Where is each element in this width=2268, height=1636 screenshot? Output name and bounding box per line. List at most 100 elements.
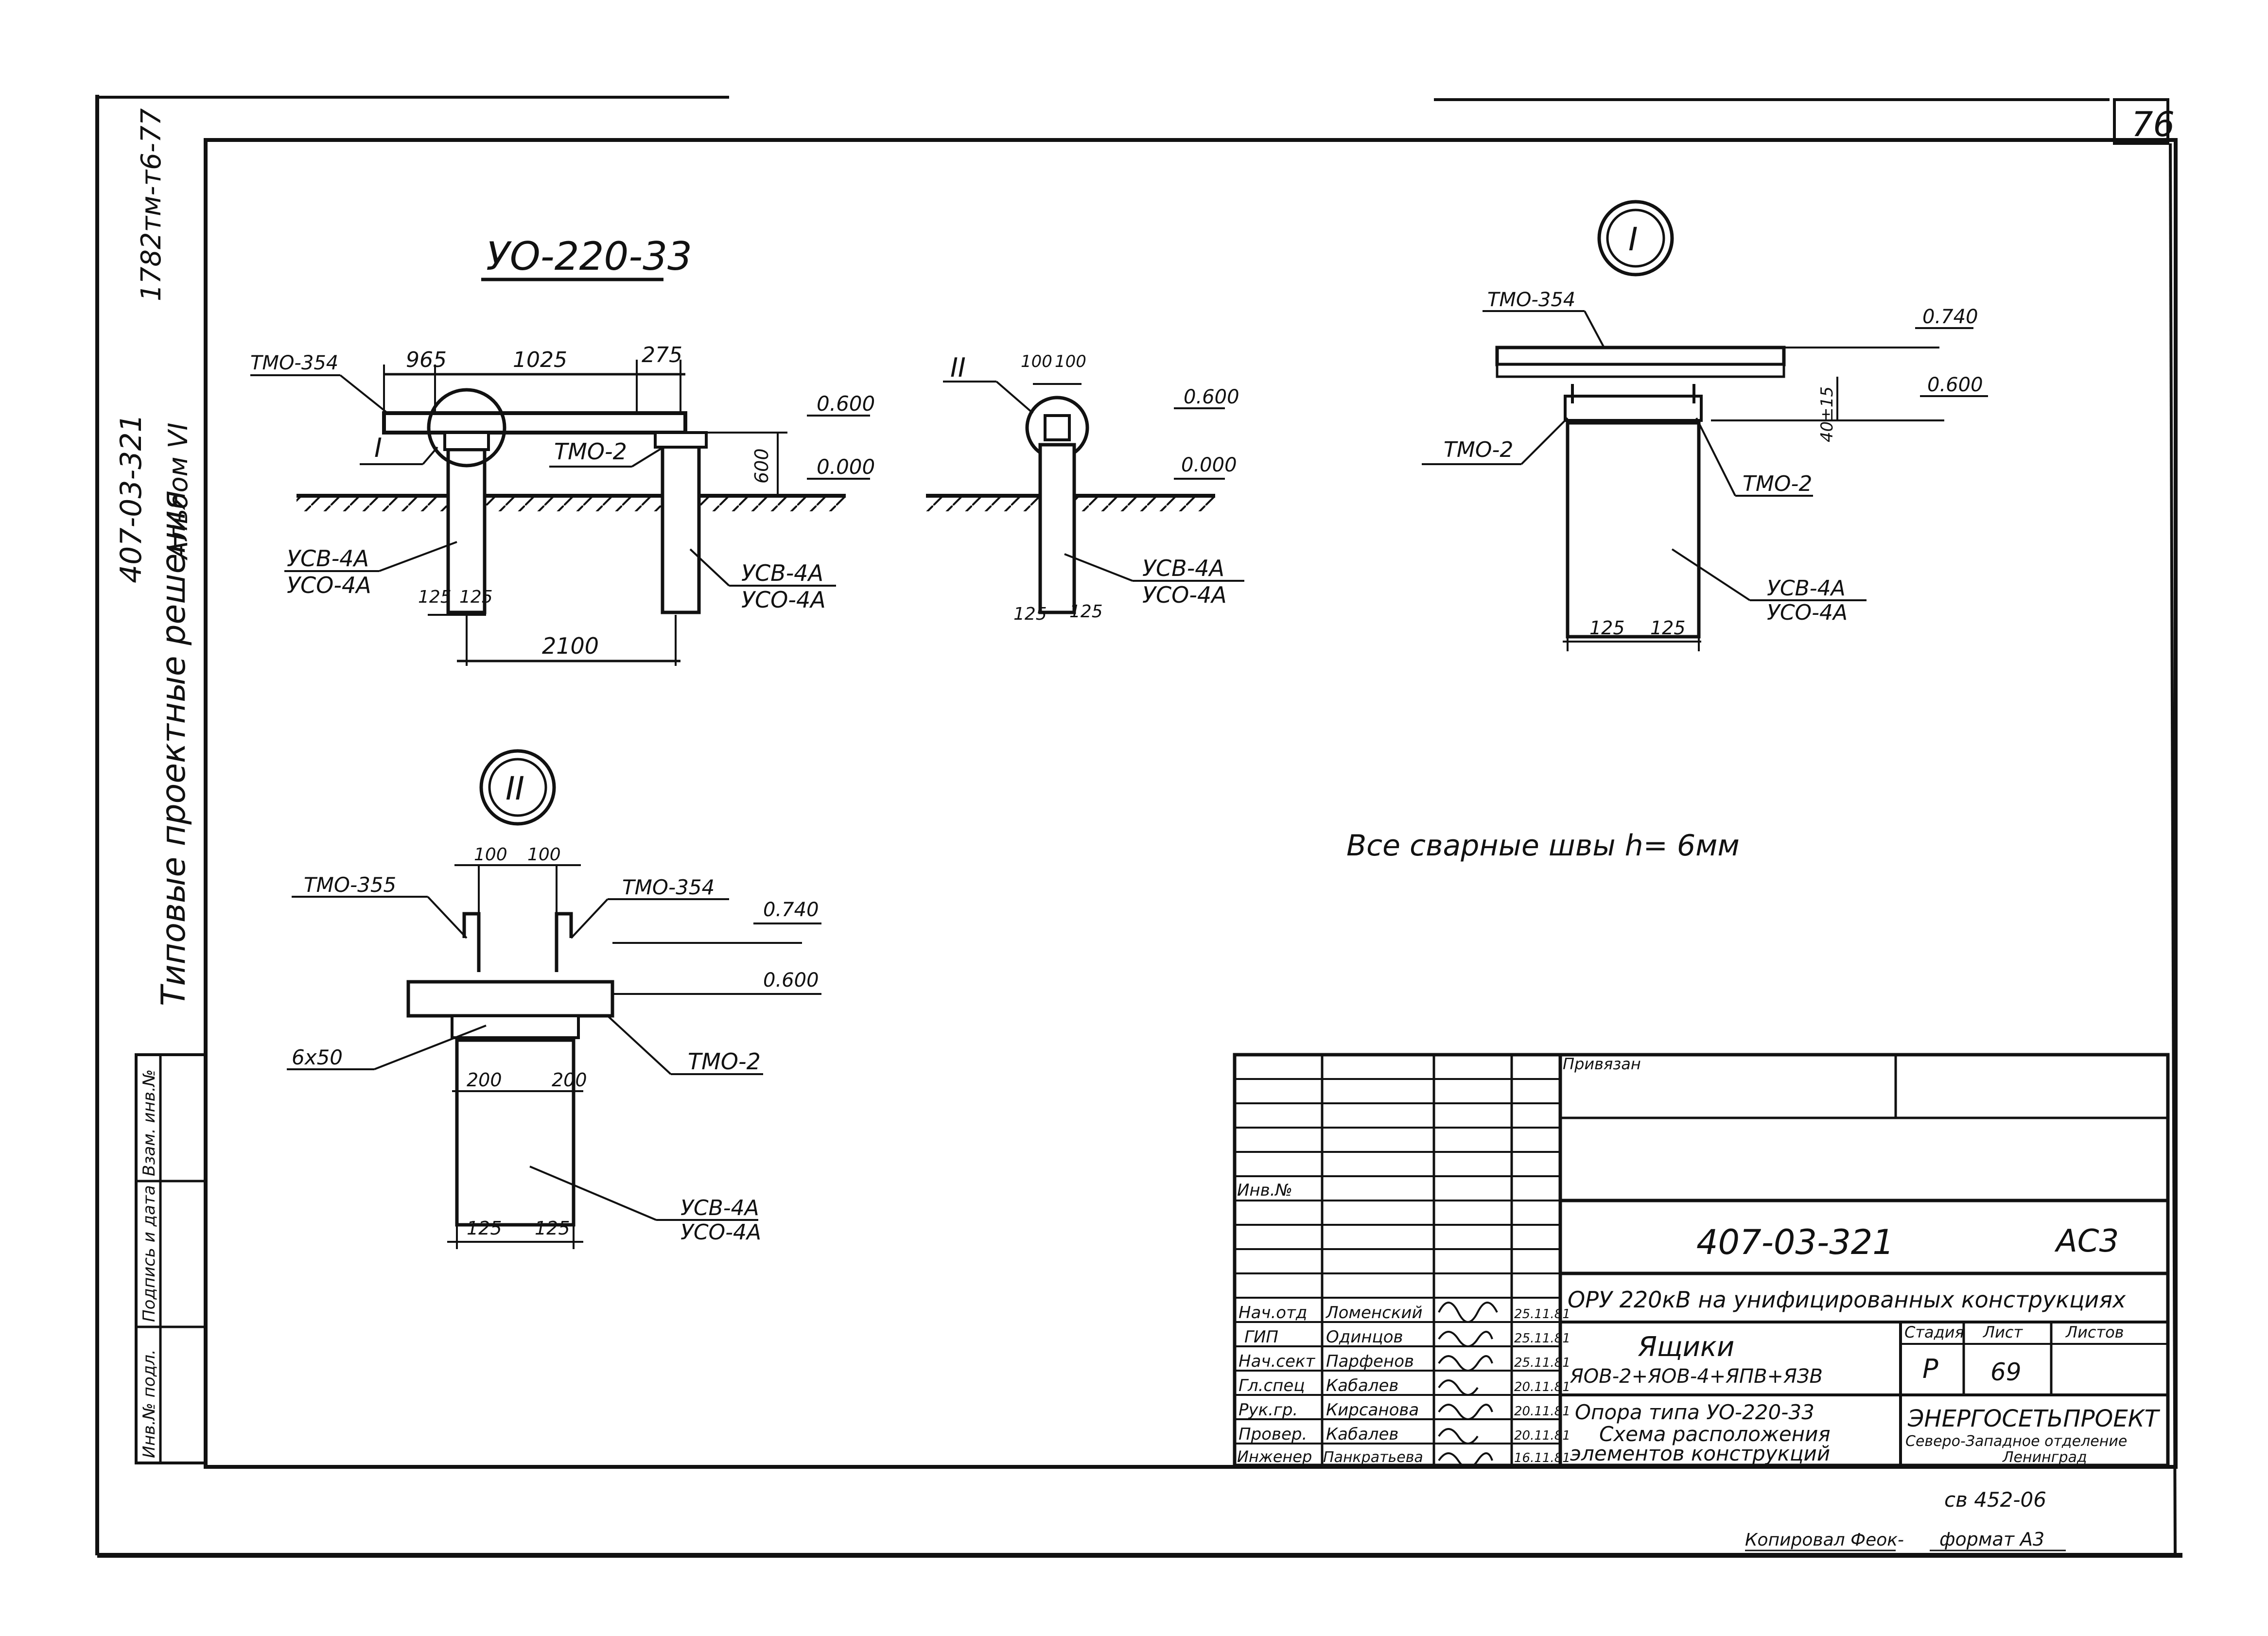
stamp-inv: Взам. инв.№	[140, 1069, 159, 1176]
node-I-marker: I	[1628, 221, 1638, 258]
sig-name-4: Кирсанова	[1326, 1400, 1419, 1420]
sig-date-6: 16.11.81	[1514, 1451, 1570, 1465]
main-post-left-a: УСВ-4А	[287, 545, 369, 572]
main-view-title: УО-220-33	[486, 234, 692, 279]
tb-sheet-title-3: элементов конструкций	[1570, 1442, 1830, 1465]
side-post-a: УСВ-4А	[1142, 555, 1224, 581]
stamp-sign: Подпись и дата	[140, 1185, 159, 1322]
dim-1025: 1025	[513, 348, 567, 372]
tb-project: ОРУ 220кВ на унифицированных конструкция…	[1568, 1287, 2126, 1313]
sig-date-5: 20.11.81	[1514, 1428, 1570, 1443]
sig-date-0: 25.11.81	[1514, 1307, 1570, 1322]
signature-rows: Нач.отд Ломенский 25.11.81 ГИП Одинцов 2…	[1237, 1302, 1570, 1469]
album-label: Альбом VI	[163, 423, 193, 560]
node-II-bot-125a: 125	[467, 1218, 502, 1239]
node-II-plate: ТМО-2	[688, 1048, 761, 1075]
node-II-mid-200a: 200	[467, 1069, 502, 1091]
sig-role-0: Нач.отд	[1239, 1303, 1307, 1323]
node-I-post-b: УСО-4А	[1767, 600, 1848, 625]
node-I-dim-125b: 125	[1650, 617, 1686, 639]
sig-name-6: Панкратьева	[1323, 1449, 1423, 1466]
sig-role-1: ГИП	[1244, 1327, 1278, 1347]
node-II-top-100b: 100	[527, 845, 561, 865]
tb-stage-h: Стадия	[1904, 1323, 1964, 1341]
main-post-right-b: УСО-4А	[741, 587, 826, 613]
side-dim-100b: 100	[1055, 352, 1086, 371]
tb-org: ЭНЕРГОСЕТЬПРОЕКТ	[1907, 1405, 2161, 1432]
archive-code: св 452-06	[1944, 1488, 2046, 1512]
node-II-level-600: 0.600	[763, 969, 819, 992]
sheet-frame: 76	[95, 95, 2182, 1558]
tb-org-sub1: Северо-Западное отделение	[1905, 1433, 2127, 1450]
weld-note: Все сварные швы h= 6мм	[1346, 829, 1740, 863]
sig-role-6: Инженер	[1237, 1447, 1312, 1466]
title-block: Инв.№ Нач.отд Ломенский 25.11.81 ГИП Оди…	[1233, 1053, 2170, 1469]
sig-role-4: Рук.гр.	[1239, 1400, 1298, 1420]
tb-item-title: Ящики	[1638, 1331, 1734, 1363]
node-I-detail: I ТМО-354 0.740 0.600 40±15 ТМО-2 ТМО-2 …	[1422, 200, 1988, 651]
main-post-left-b: УСО-4А	[287, 572, 371, 598]
sig-name-1: Одинцов	[1326, 1327, 1403, 1347]
tb-sheet-title-2: Схема расположения	[1599, 1422, 1831, 1446]
node-II-top-100a: 100	[474, 845, 507, 865]
sig-role-5: Провер.	[1239, 1425, 1307, 1444]
node-II-post-b: УСО-4А	[680, 1220, 761, 1245]
node-II-level-740: 0.740	[763, 899, 819, 921]
main-base-125b: 125	[459, 587, 493, 607]
dim-275: 275	[642, 343, 682, 367]
node-I-dim-125a: 125	[1589, 617, 1625, 639]
left-margin: 1782тм-т6-77 407-03-321 Альбом VI Типовы…	[114, 108, 193, 1006]
main-level-600: 0.600	[817, 392, 875, 416]
sig-name-5: Кабалев	[1326, 1425, 1398, 1444]
node-I-left-plate: ТМО-2	[1444, 437, 1513, 462]
node-II-post-a: УСВ-4А	[680, 1196, 759, 1220]
node-II-bot-125b: 125	[535, 1218, 570, 1239]
tb-doc-code: 407-03-321	[1696, 1222, 1894, 1262]
side-dim-125a: 125	[1013, 604, 1047, 624]
series-code-b: 407-03-321	[114, 414, 148, 583]
side-dim-125b: 125	[1069, 602, 1103, 622]
left-stamp: Взам. инв.№ Подпись и дата Инв.№ подл.	[135, 1053, 207, 1464]
main-tmo2-label: ТМО-2	[554, 438, 627, 465]
main-post-right-a: УСВ-4А	[741, 560, 823, 586]
sig-name-3: Кабалев	[1326, 1376, 1398, 1395]
stamp-swap: Инв.№ подл.	[140, 1349, 159, 1458]
main-base-125a: 125	[418, 587, 452, 607]
main-top-beam-label: ТМО-354	[250, 352, 338, 374]
sig-name-2: Парфенов	[1326, 1352, 1414, 1371]
sig-date-2: 25.11.81	[1514, 1356, 1570, 1370]
side-level-600: 0.600	[1184, 386, 1239, 408]
tb-inv-label: Инв.№	[1237, 1181, 1292, 1200]
tb-stage: Р	[1922, 1354, 1938, 1384]
sig-role-3: Гл.спец	[1239, 1376, 1305, 1395]
node-I-level-740: 0.740	[1922, 306, 1978, 328]
node-I-top-beam: ТМО-354	[1487, 289, 1575, 311]
tb-mark: АС3	[2054, 1223, 2119, 1259]
sig-date-3: 20.11.81	[1514, 1380, 1570, 1394]
side-dim-100a: 100	[1021, 352, 1052, 371]
tb-sheet-no: 69	[1990, 1358, 2022, 1386]
sig-date-1: 25.11.81	[1514, 1331, 1570, 1346]
main-level-000: 0.000	[817, 455, 875, 479]
side-level-000: 0.000	[1181, 454, 1237, 476]
tb-privyazan: Привязан	[1563, 1055, 1641, 1073]
node-I-right-plate: ТМО-2	[1743, 471, 1812, 496]
sig-name-0: Ломенский	[1325, 1303, 1423, 1323]
main-view: УО-220-33 965 1025 275 ТМО-354 I ТМО-2	[250, 234, 875, 666]
margin-subtitle: Типовые проектные решения	[155, 490, 193, 1006]
format-label: формат А3	[1939, 1529, 2044, 1550]
tb-item-list: ЯОВ-2+ЯОВ-4+ЯПВ+ЯЗВ	[1570, 1365, 1823, 1388]
sig-role-2: Нач.сект	[1239, 1352, 1315, 1371]
node-II-detail: II 100 100 ТМО-355 ТМО-354 0.740 0.600 6…	[287, 749, 821, 1249]
tb-sheets-h: Листов	[2065, 1323, 2124, 1341]
main-node-I-label: I	[374, 433, 382, 463]
node-II-left-beam: ТМО-355	[304, 873, 396, 897]
side-label-II: II	[950, 352, 966, 383]
main-span-2100: 2100	[542, 633, 599, 659]
page-number: 76	[2131, 104, 2175, 144]
node-II-marker: II	[506, 770, 524, 807]
node-II-weld: 6х50	[292, 1045, 343, 1069]
side-post-b: УСО-4А	[1142, 582, 1227, 608]
node-II-mid-200b: 200	[552, 1069, 587, 1091]
